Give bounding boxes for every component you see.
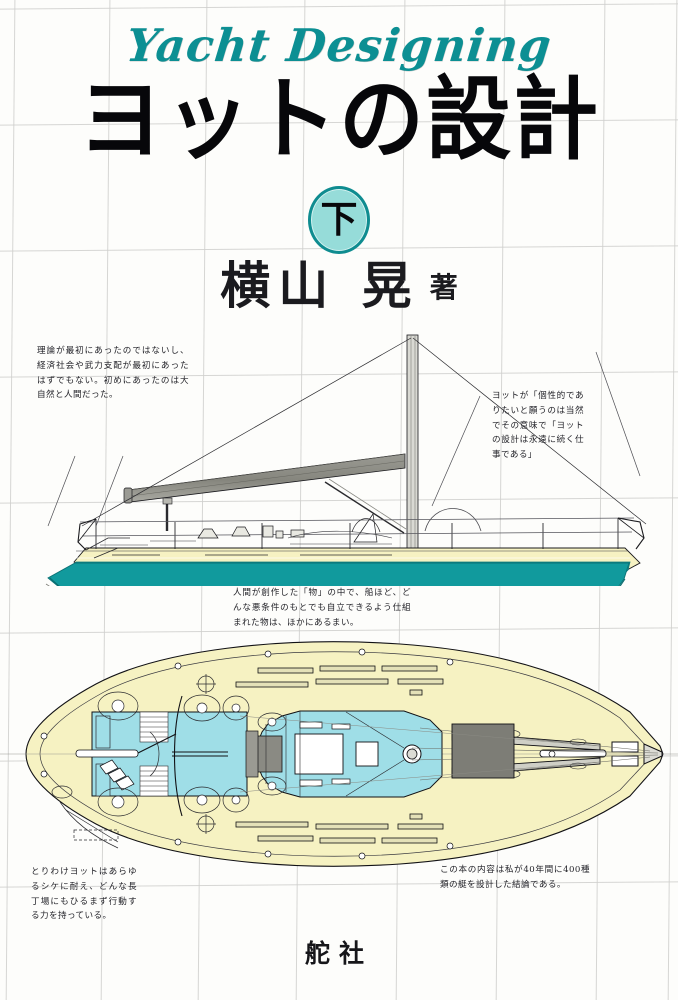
yacht-plan-drawing <box>0 624 678 894</box>
yacht-profile-drawing <box>0 326 678 586</box>
author-suffix: 著 <box>429 271 458 304</box>
volume-badge: 下 <box>308 186 370 254</box>
page-title: ヨットの設計 <box>77 68 600 173</box>
note-top-right: ヨットが「個性的でありたいと願うのは当然でその意味で「ヨットの設計は永遠に続く仕… <box>492 391 584 461</box>
author-name: 横山 晃 <box>220 256 420 315</box>
publisher-name: 舵社 <box>304 939 373 968</box>
author-line: 横山 晃著 <box>0 246 678 318</box>
note-bottom-left: とりわけヨットはあらゆるシケに耐え、どんな長丁場にもひるまず行動する力を持ってい… <box>31 867 137 922</box>
note-bottom-right: この本の内容は私が40年間に400種類の艇を設計した結論である。 <box>440 865 590 890</box>
note-middle: 人間が創作した「物」の中で、船ほど、どんな悪条件のもとでも自立できるよう仕組まれ… <box>233 588 411 628</box>
script-title: Yacht Designing <box>123 19 555 72</box>
note-top-left: 理論が最初にあったのではないし、経済社会や武力支配が最初にあったはずでもない。初… <box>37 346 189 401</box>
volume-badge-label: 下 <box>320 197 358 241</box>
